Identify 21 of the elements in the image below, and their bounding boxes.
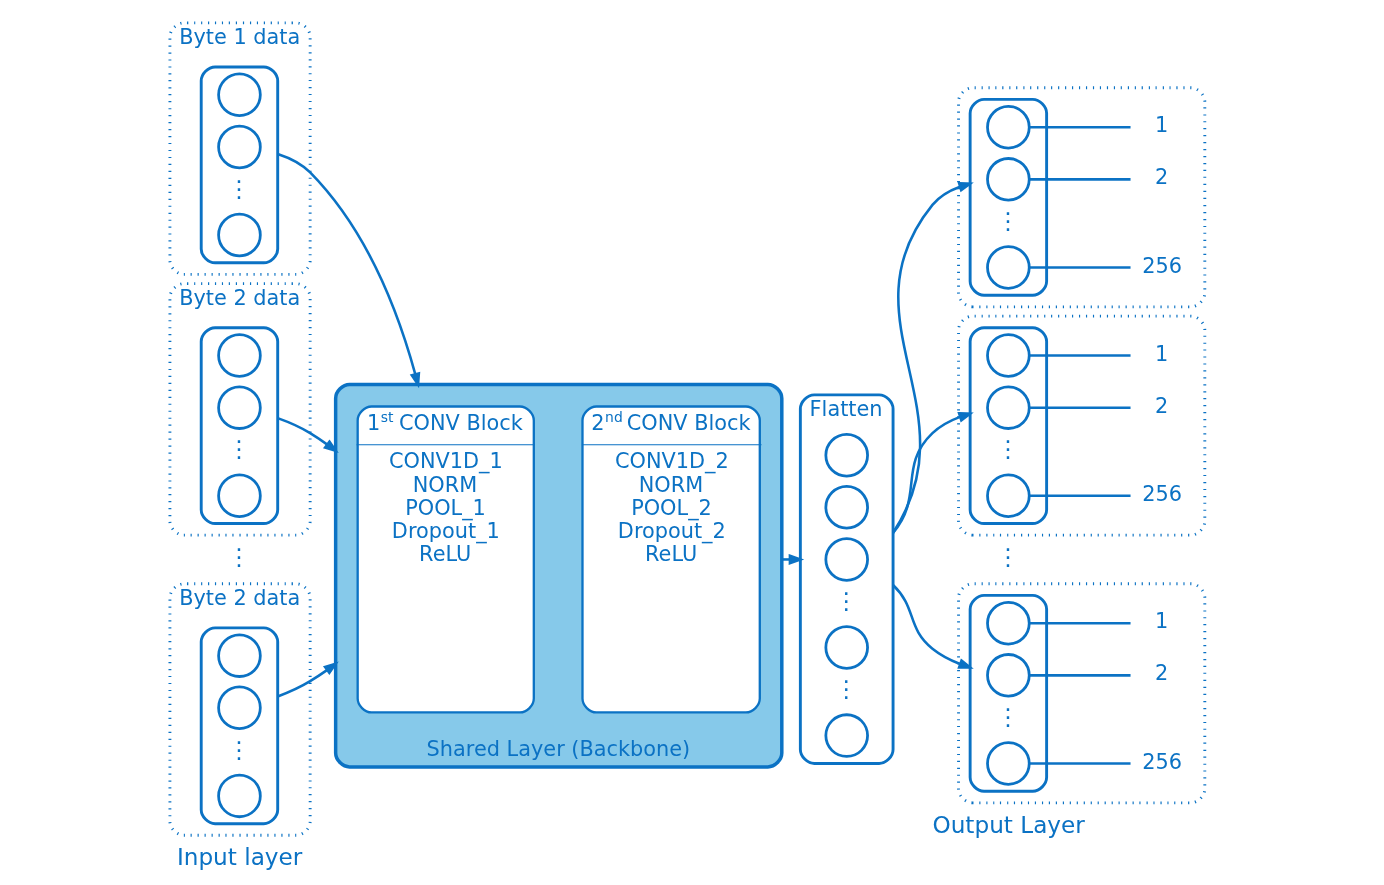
label: ⋮ bbox=[996, 542, 1020, 570]
label: Output Layer bbox=[932, 810, 1085, 838]
node-text: 1 bbox=[1154, 608, 1169, 633]
node-text: 1 bbox=[1154, 112, 1169, 137]
node-text: 2 bbox=[1154, 660, 1169, 685]
node-text: 2 bbox=[1154, 393, 1169, 418]
node-text: 256 bbox=[1142, 481, 1183, 506]
label: Input layer bbox=[176, 842, 303, 870]
label: ⋮ bbox=[834, 586, 858, 614]
node-text: 2 bbox=[1154, 164, 1169, 189]
label: ⋮ bbox=[227, 542, 251, 570]
label: ⋮ bbox=[996, 702, 1020, 730]
label: ⋮ bbox=[834, 674, 858, 702]
label: ⋮ bbox=[996, 434, 1020, 462]
node-text: 256 bbox=[1142, 749, 1183, 774]
label: ⋮ bbox=[227, 174, 251, 202]
label: ⋮ bbox=[996, 206, 1020, 234]
label: ⋮ bbox=[227, 434, 251, 462]
label: ⋮ bbox=[227, 735, 251, 763]
node-text: 1 bbox=[1154, 341, 1169, 366]
node-text: 256 bbox=[1142, 253, 1183, 278]
